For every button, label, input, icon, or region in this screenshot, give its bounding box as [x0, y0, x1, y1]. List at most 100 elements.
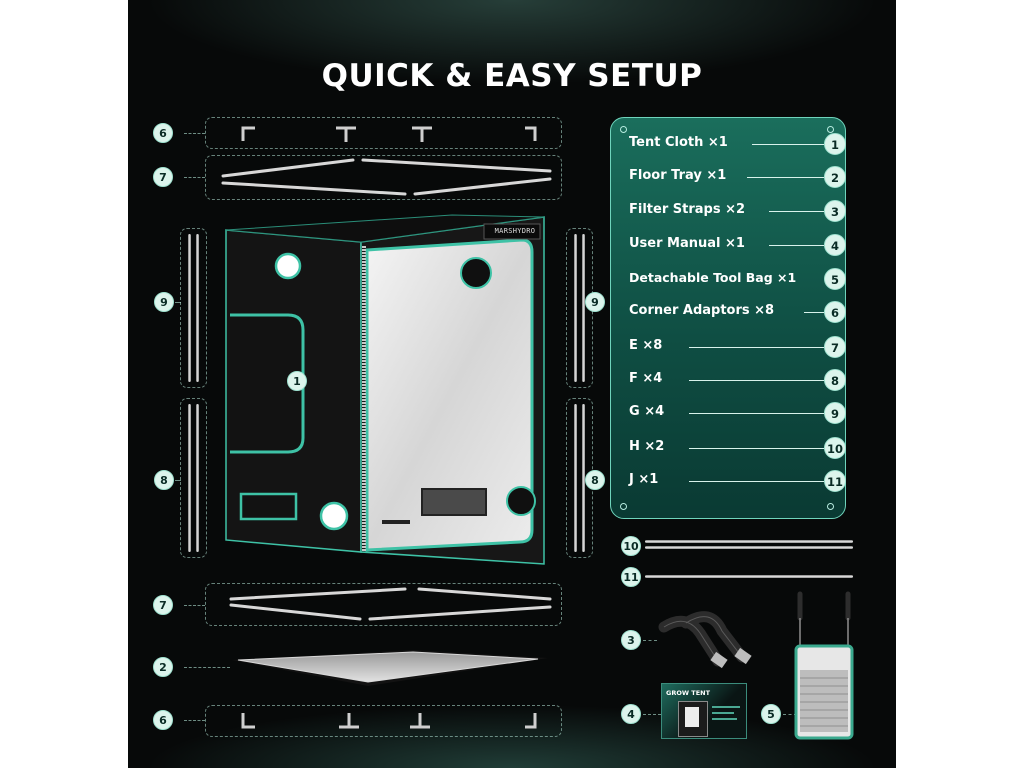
callout-8-left: 8	[154, 470, 174, 490]
part-label: Tent Cloth ×1	[629, 135, 728, 150]
part-number-badge: 9	[824, 402, 846, 424]
corner-adaptor-icon	[241, 126, 255, 141]
user-manual-illustration: GROW TENT	[661, 683, 747, 739]
part-label: Corner Adaptors ×8	[629, 303, 775, 318]
support-pole-icon	[368, 605, 552, 621]
parts-list-item: Floor Tray ×1 2	[629, 166, 846, 188]
panel-hole	[827, 503, 834, 510]
support-pole-icon	[188, 234, 191, 382]
support-pole-icon	[417, 587, 552, 601]
tool-bag-illustration	[794, 591, 854, 740]
parts-list-item: G ×4 9	[629, 402, 846, 424]
part-label: Detachable Tool Bag ×1	[629, 270, 797, 285]
support-pole-icon	[574, 234, 577, 382]
part-number-badge: 5	[824, 268, 846, 290]
support-pole-icon	[582, 234, 585, 382]
part-number-badge: 3	[824, 200, 846, 222]
corner-adaptor-icon	[412, 126, 432, 142]
support-pole-icon	[361, 158, 552, 173]
support-pole-icon	[645, 546, 853, 549]
floor-tray-illustration	[232, 650, 548, 686]
parts-list-item: Tent Cloth ×1 1	[629, 133, 846, 155]
filter-straps-illustration	[658, 611, 752, 669]
parts-list-item: F ×4 8	[629, 369, 846, 391]
parts-list-item: E ×8 7	[629, 336, 846, 358]
support-pole-icon	[413, 177, 552, 196]
parts-list-item: User Manual ×1 4	[629, 234, 846, 256]
part-label: User Manual ×1	[629, 236, 745, 251]
callout-4: 4	[621, 704, 641, 724]
part-number-badge: 7	[824, 336, 846, 358]
brand-logo: MARSHYDRO	[494, 227, 536, 235]
callout-9-right: 9	[585, 292, 605, 312]
part-number-badge: 10	[824, 437, 846, 459]
part-label: Floor Tray ×1	[629, 168, 727, 183]
parts-list-item: Detachable Tool Bag ×1 5	[629, 268, 846, 290]
part-number-badge: 4	[824, 234, 846, 256]
corner-adaptors-bottom	[241, 713, 537, 729]
support-pole-icon	[221, 181, 407, 196]
part-number-badge: 2	[824, 166, 846, 188]
callout-6-top: 6	[153, 123, 173, 143]
poles-top-box	[205, 155, 562, 200]
infographic-panel: QUICK & EASY SETUP 6 7	[128, 0, 896, 768]
callout-6-bottom: 6	[153, 710, 173, 730]
corner-adaptors-top-box	[205, 117, 562, 149]
callout-5: 5	[761, 704, 781, 724]
part-label: E ×8	[629, 338, 663, 353]
parts-list-item: H ×2 10	[629, 437, 846, 459]
support-pole-icon	[188, 404, 191, 552]
callout-1-tent: 1	[287, 371, 307, 391]
callout-3: 3	[621, 630, 641, 650]
panel-hole	[827, 126, 834, 133]
support-pole-icon	[645, 540, 853, 543]
poles-top	[221, 158, 552, 196]
part-number-badge: 6	[824, 301, 846, 323]
callout-9-left: 9	[154, 292, 174, 312]
corner-adaptor-icon	[241, 713, 255, 729]
support-pole-icon	[221, 158, 355, 178]
support-pole-icon	[229, 603, 362, 621]
corner-adaptor-icon	[525, 713, 537, 729]
manual-title: GROW TENT	[666, 689, 711, 697]
parts-list-item: Corner Adaptors ×8 6	[629, 301, 846, 323]
callout-11: 11	[621, 567, 641, 587]
parts-list-item: Filter Straps ×2 3	[629, 200, 846, 222]
callout-7-bottom: 7	[153, 595, 173, 615]
part-number-badge: 1	[824, 133, 846, 155]
parts-list-item: J ×1 11	[629, 470, 846, 492]
grow-tent-illustration	[225, 214, 545, 565]
support-pole-icon	[574, 404, 577, 552]
support-pole-icon	[229, 587, 407, 601]
part-number-badge: 11	[824, 470, 846, 492]
page-title: QUICK & EASY SETUP	[321, 58, 703, 94]
support-pole-icon	[645, 575, 853, 578]
callout-8-right: 8	[585, 470, 605, 490]
corner-adaptor-icon	[339, 713, 359, 729]
panel-hole	[620, 126, 627, 133]
corner-adaptor-icon	[525, 126, 537, 141]
support-pole-icon	[196, 234, 199, 382]
callout-7-top: 7	[153, 167, 173, 187]
corner-adaptor-icon	[336, 126, 356, 142]
corner-adaptors-bottom-box	[205, 705, 562, 737]
corner-adaptor-icon	[410, 713, 430, 729]
support-pole-icon	[196, 404, 199, 552]
corner-adaptors-top	[241, 126, 537, 142]
part-number-badge: 8	[824, 369, 846, 391]
support-pole-icon	[582, 404, 585, 552]
part-label: G ×4	[629, 404, 665, 419]
poles-left-lower-box	[180, 398, 207, 558]
poles-left-upper-box	[180, 228, 207, 388]
callout-10: 10	[621, 536, 641, 556]
callout-2-tray: 2	[153, 657, 173, 677]
part-label: Filter Straps ×2	[629, 202, 746, 217]
part-label: F ×4	[629, 371, 663, 386]
panel-hole	[620, 503, 627, 510]
poles-bottom	[229, 587, 552, 621]
part-label: J ×1	[629, 472, 659, 487]
parts-list-panel: Tent Cloth ×1 1 Floor Tray ×1 2 Filter S…	[610, 117, 846, 519]
part-label: H ×2	[629, 439, 665, 454]
poles-bottom-box	[205, 583, 562, 626]
